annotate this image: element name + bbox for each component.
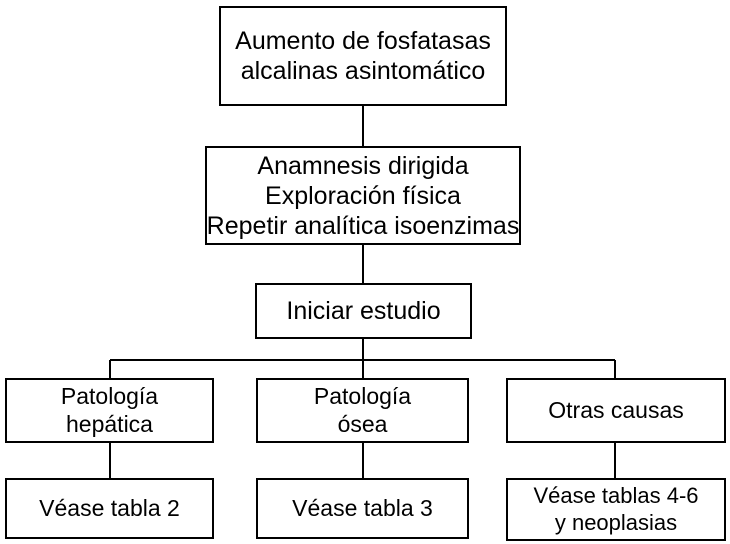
- bone-line-1: Patología: [313, 382, 412, 409]
- bone-line-2: ósea: [337, 410, 388, 437]
- see-table-3-box: Véase tabla 3: [256, 478, 469, 539]
- see-tables-4-6-line-2: y neoplasias: [554, 509, 678, 535]
- root-line-1: Aumento de fosfatasas: [235, 27, 491, 55]
- see-tables-4-6-line-1: Véase tablas 4-6: [533, 483, 699, 509]
- root-line-2: alcalinas asintomático: [240, 57, 486, 85]
- see-table-2-label: Véase tabla 2: [39, 494, 180, 521]
- assessment-box: Anamnesis dirigida Exploración física Re…: [205, 146, 521, 245]
- assessment-line-1: Anamnesis dirigida: [257, 151, 469, 180]
- root-box: Aumento de fosfatasas alcalinas asintomá…: [219, 6, 507, 106]
- see-table-3-label: Véase tabla 3: [292, 494, 433, 521]
- see-tables-4-6-box: Véase tablas 4-6 y neoplasias: [506, 478, 726, 541]
- start-study-box: Iniciar estudio: [255, 283, 472, 339]
- other-causes-box: Otras causas: [506, 378, 726, 443]
- start-study-label: Iniciar estudio: [286, 297, 441, 325]
- hepatic-line-1: Patología: [60, 382, 159, 409]
- hepatic-pathology-box: Patología hepática: [5, 378, 214, 443]
- other-causes-label: Otras causas: [548, 396, 684, 423]
- assessment-line-3: Repetir analítica isoenzimas: [206, 211, 520, 240]
- hepatic-line-2: hepática: [66, 410, 153, 437]
- bone-pathology-box: Patología ósea: [256, 378, 469, 443]
- assessment-line-2: Exploración física: [265, 181, 461, 210]
- see-table-2-box: Véase tabla 2: [5, 478, 214, 539]
